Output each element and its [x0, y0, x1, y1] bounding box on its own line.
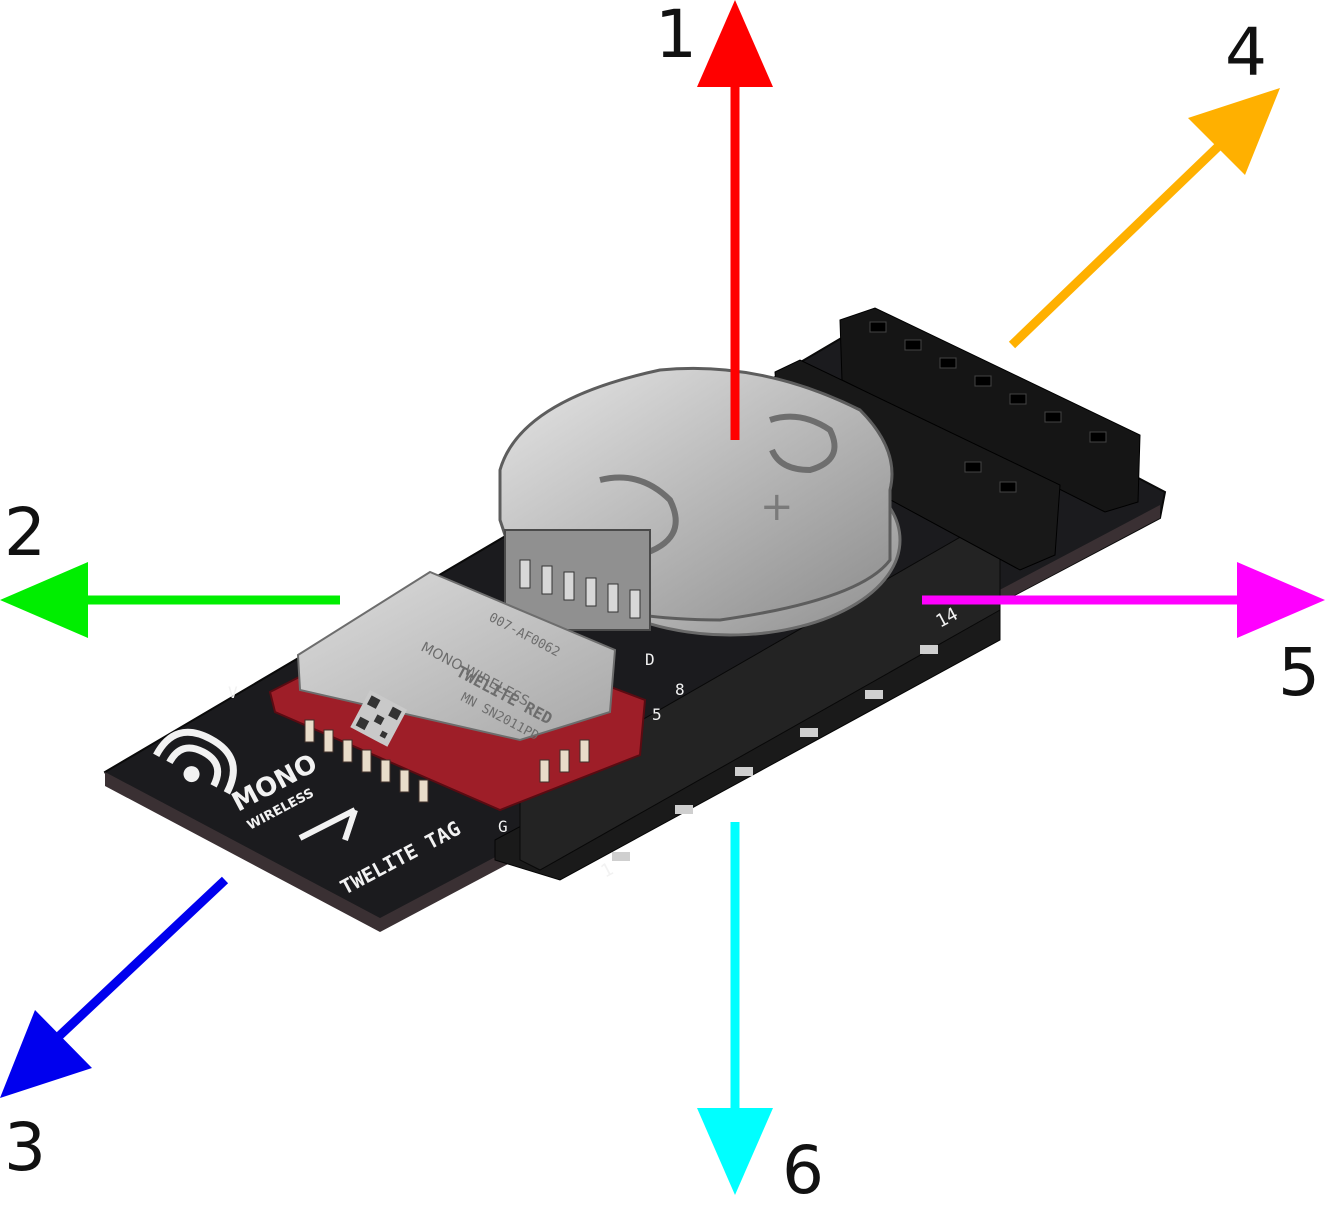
- axis-3-label: 3: [4, 1109, 46, 1186]
- axis-2-label: 2: [4, 494, 46, 571]
- pin-label-g: G: [498, 817, 508, 836]
- pin-label-1: 1: [597, 859, 616, 883]
- axis-6-arrow: [697, 822, 773, 1195]
- arrow-silkscreen: [298, 807, 358, 841]
- pin-label-d: D: [645, 650, 655, 669]
- axis-1-arrow: [697, 0, 773, 440]
- axis-1-label: 1: [655, 0, 697, 73]
- pin-label-5: 5: [652, 705, 662, 724]
- edge-solder-pads: [612, 645, 938, 861]
- qr-code: [350, 690, 408, 747]
- axis-5-arrow: [922, 562, 1325, 638]
- axis-6-label: 6: [782, 1132, 824, 1209]
- battery-holder-pins: [519, 559, 641, 619]
- plus-mark: +: [760, 484, 794, 530]
- axis-5-label: 5: [1278, 634, 1320, 711]
- battery-holder-slot-2: [769, 413, 838, 474]
- axis-4-arrow: [1008, 88, 1280, 349]
- pin-label-v: V: [228, 683, 238, 702]
- axis-2-arrow: [0, 562, 340, 638]
- mono-wireless-logo: [153, 728, 237, 795]
- pin-label-8: 8: [675, 680, 685, 699]
- axis-3-arrow: [0, 876, 229, 1098]
- socket-holes: [869, 321, 1107, 493]
- axis-4-label: 4: [1225, 14, 1267, 91]
- module-pins: [304, 719, 590, 803]
